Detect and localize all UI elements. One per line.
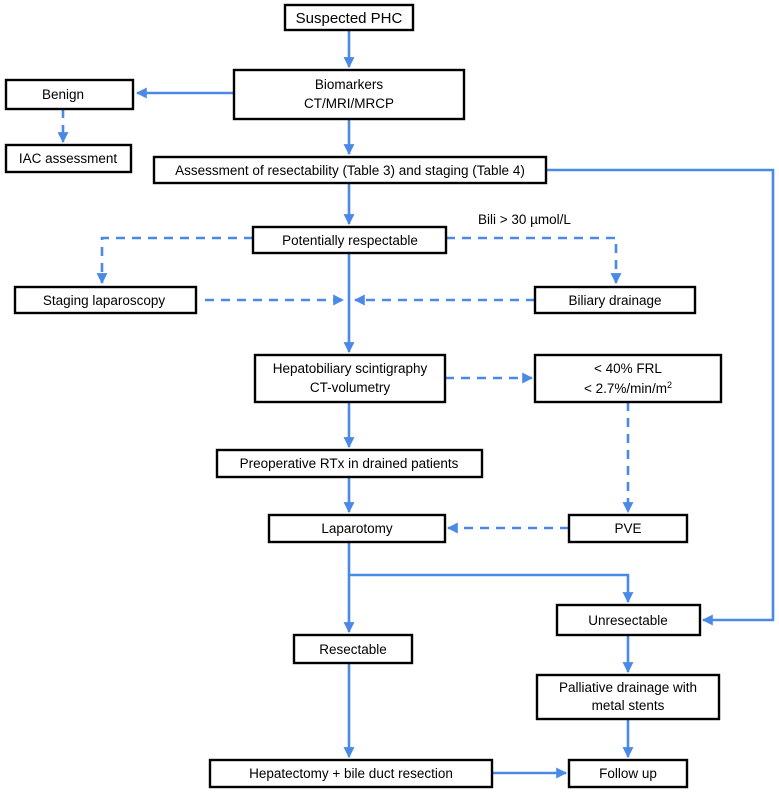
- node-follow-up: Follow up: [567, 758, 689, 789]
- node-pve: PVE: [567, 513, 689, 544]
- label-suspected-phc: Suspected PHC: [296, 10, 403, 27]
- label-frl-rate-sup: 2: [667, 380, 672, 390]
- node-frl: < 40% FRL < 2.7%/min/m2: [533, 353, 723, 404]
- arrow-potentially-to-staging: [96, 236, 253, 285]
- label-frl-rate: < 2.7%/min/m2: [584, 380, 672, 396]
- node-preoperative-rtx: Preoperative RTx in drained patients: [215, 448, 484, 479]
- node-palliative-drainage: Palliative drainage with metal stents: [535, 673, 721, 721]
- node-benign: Benign: [4, 78, 135, 111]
- node-unresectable: Unresectable: [555, 603, 702, 637]
- label-ct-volumetry: CT-volumetry: [310, 380, 391, 395]
- label-preoperative-rtx: Preoperative RTx in drained patients: [240, 456, 459, 471]
- label-follow-up: Follow up: [599, 766, 657, 781]
- label-metal-stents: metal stents: [592, 698, 665, 713]
- arrow-assessment-to-unresectable: [546, 168, 775, 626]
- node-suspected-phc: Suspected PHC: [283, 3, 415, 32]
- node-laparotomy: Laparotomy: [267, 513, 447, 544]
- node-assessment: Assessment of resectability (Table 3) an…: [152, 155, 548, 185]
- label-potentially-respectable: Potentially respectable: [282, 233, 418, 248]
- label-biliary-drainage: Biliary drainage: [568, 293, 661, 308]
- label-frl-percent: < 40% FRL: [594, 361, 662, 376]
- label-assessment: Assessment of resectability (Table 3) an…: [175, 163, 525, 178]
- node-resectable: Resectable: [292, 633, 414, 665]
- label-ct-mri-mrcp: CT/MRI/MRCP: [304, 96, 394, 111]
- label-bili: Bili > 30 µmol/L: [478, 212, 571, 227]
- label-pve: PVE: [614, 521, 641, 536]
- connectors: [57, 30, 775, 779]
- node-hepatobiliary-scintigraphy: Hepatobiliary scintigraphy CT-volumetry: [253, 353, 447, 404]
- label-benign: Benign: [42, 87, 84, 102]
- label-resectable: Resectable: [319, 642, 387, 657]
- node-iac-assessment: IAC assessment: [4, 143, 133, 174]
- label-laparotomy: Laparotomy: [321, 521, 393, 536]
- node-potentially-respectable: Potentially respectable: [251, 225, 448, 255]
- label-palliative-drainage: Palliative drainage with: [559, 680, 697, 695]
- node-biliary-drainage: Biliary drainage: [533, 285, 697, 315]
- arrow-laparotomy-to-unresectable: [349, 573, 634, 604]
- arrow-potentially-to-biliary: [446, 236, 622, 285]
- node-biomarkers: Biomarkers CT/MRI/MRCP: [232, 68, 466, 121]
- label-hepatectomy: Hepatectomy + bile duct resection: [249, 766, 453, 781]
- label-staging-laparoscopy: Staging laparoscopy: [43, 293, 166, 308]
- node-staging-laparoscopy: Staging laparoscopy: [13, 285, 198, 315]
- label-frl-rate-base: < 2.7%/min/m: [584, 381, 667, 396]
- label-hepatobiliary-scintigraphy: Hepatobiliary scintigraphy: [273, 361, 428, 376]
- node-hepatectomy: Hepatectomy + bile duct resection: [208, 758, 494, 789]
- label-iac-assessment: IAC assessment: [19, 151, 118, 166]
- label-unresectable: Unresectable: [588, 613, 668, 628]
- label-biomarkers: Biomarkers: [315, 77, 384, 92]
